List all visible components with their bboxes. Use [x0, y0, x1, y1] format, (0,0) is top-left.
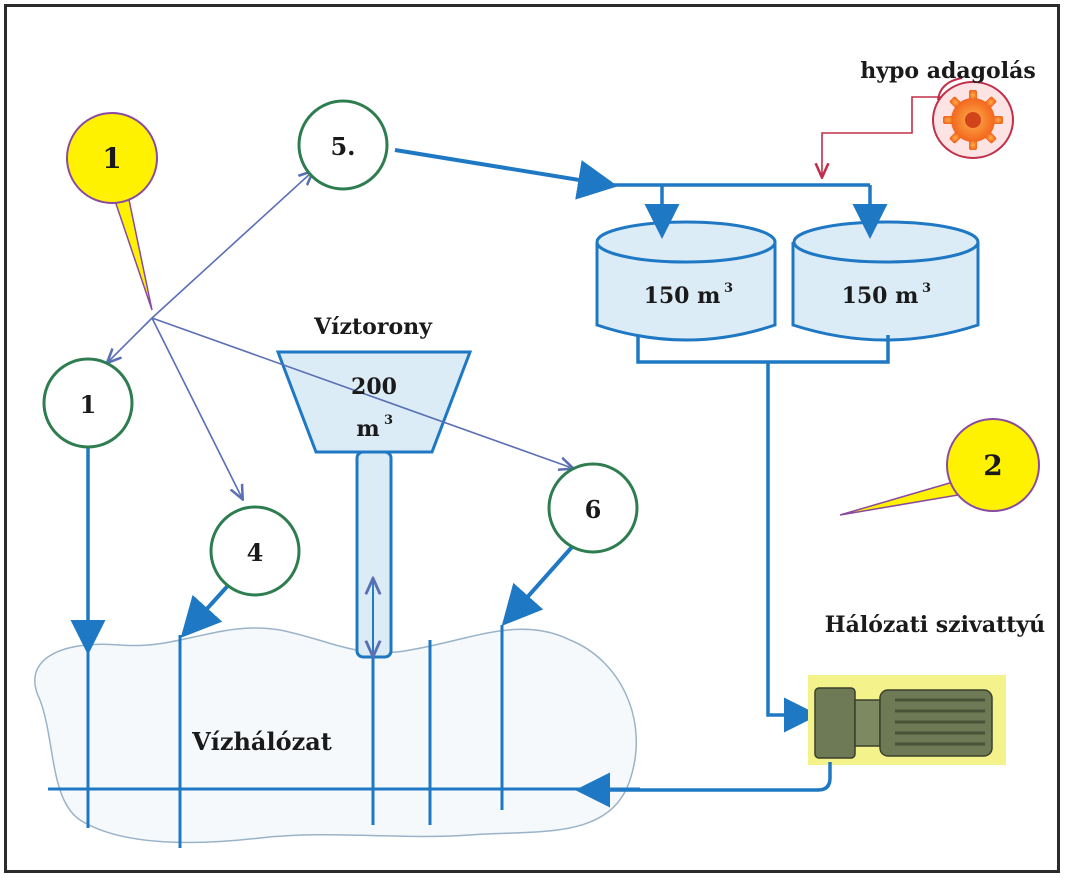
point-5: 5.: [297, 99, 389, 191]
hypo-label: hypo adagolás: [860, 58, 1035, 84]
tank-left-volume: 150 m: [644, 283, 721, 309]
water-network-area: [34, 627, 638, 844]
point-4: 4: [209, 505, 301, 597]
tower-label: Víztorony: [313, 314, 433, 340]
point-1-label: 1: [80, 390, 97, 419]
network-label: Vízhálózat: [191, 727, 332, 756]
tower-volume-unit: m: [356, 416, 379, 442]
pipe-point5-to-tanks: [394, 148, 618, 200]
pointer-to-1: [108, 317, 153, 362]
tower-pipe: [355, 450, 393, 659]
callout-2: 2: [839, 418, 1040, 516]
tower-tank: [275, 350, 473, 454]
pipe-point4-network: [180, 578, 235, 638]
dosing-pump-icon: [932, 77, 1014, 159]
hypo-dosing-line: [822, 96, 942, 176]
pointer-to-4: [151, 317, 242, 498]
callout-1: 1: [66, 112, 158, 311]
point-1: 1: [42, 357, 134, 449]
tank-outlet-manifold: [636, 335, 890, 364]
tank-right-volume-exponent: 3: [922, 281, 931, 296]
point-6: 6: [547, 462, 639, 554]
pipe-pump-to-network: [575, 762, 832, 808]
storage-tank-left: [595, 220, 777, 342]
point-6-label: 6: [585, 495, 602, 524]
callout-2-label: 2: [983, 449, 1002, 482]
tank-right-volume: 150 m: [842, 283, 919, 309]
callout-1-label: 1: [102, 142, 121, 175]
pipe-point6-network: [501, 536, 582, 626]
pointer-to-5: [151, 172, 312, 319]
tower-volume-number: 200: [351, 374, 397, 400]
tank-left-volume-exponent: 3: [724, 281, 733, 296]
pointer-to-6: [151, 317, 572, 468]
network-pump-icon: [808, 675, 1006, 765]
point-4-label: 4: [247, 538, 264, 567]
storage-tank-right: [791, 220, 980, 342]
pump-label: Hálózati szivattyú: [825, 612, 1045, 638]
pipe-tanks-to-pump: [766, 362, 819, 733]
tower-volume-exponent: 3: [384, 413, 393, 428]
point-5-label: 5.: [330, 132, 355, 161]
